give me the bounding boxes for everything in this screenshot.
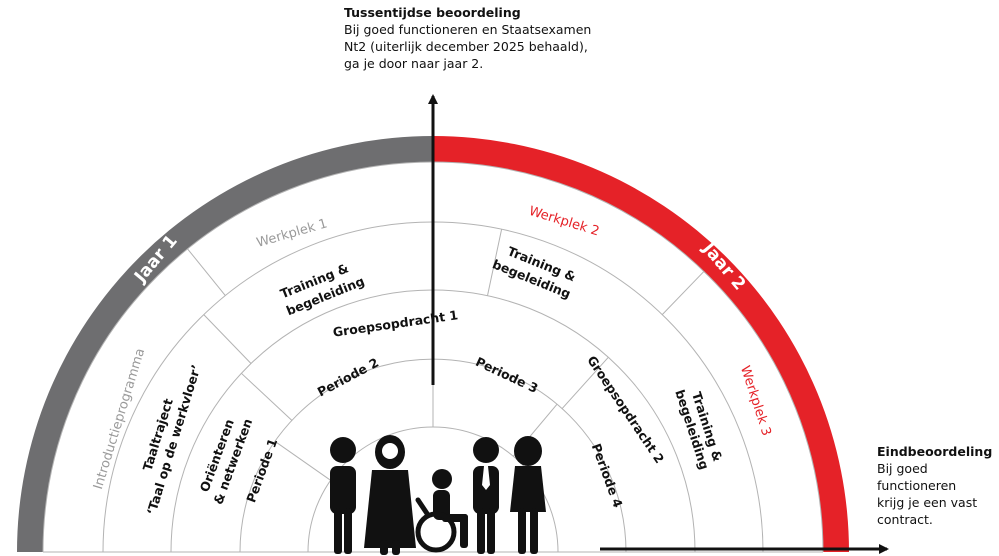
segment-divider	[486, 229, 503, 296]
werkplek-2-label: Werkplek 2	[527, 204, 601, 240]
periode-1-label: Periode 1	[243, 436, 280, 504]
periode-3-label: Periode 3	[473, 354, 540, 396]
segment-divider	[274, 440, 331, 481]
segment-divider	[561, 356, 609, 409]
year-1-band	[17, 136, 433, 552]
people-group	[330, 435, 546, 555]
mid-assessment-body: Bij goed functioneren en Staatsexamen Nt…	[344, 22, 592, 71]
segment-divider	[241, 372, 293, 421]
year-2-band	[433, 136, 849, 552]
periode-4-label: Periode 4	[589, 441, 626, 510]
person-hijab-icon	[364, 435, 416, 555]
wheelchair-user-icon	[415, 469, 468, 553]
segment-divider	[203, 314, 252, 364]
person-woman-icon	[510, 436, 546, 554]
person-icon	[330, 437, 356, 554]
segment-divider	[661, 271, 705, 315]
segment-divider	[187, 248, 226, 296]
final-assessment-title: Eindbeoordeling	[877, 444, 993, 459]
final-assessment-body: Bij goed functioneren krijg je een vast …	[877, 461, 978, 527]
mid-assessment-note: Tussentijdse beoordeling Bij goed functi…	[344, 4, 644, 72]
person-tie-icon	[473, 437, 499, 554]
periode-2-label: Periode 2	[315, 355, 381, 400]
final-assessment-note: Eindbeoordeling Bij goed functioneren kr…	[877, 443, 999, 528]
introductieprogramma-label: Introductieprogramma	[91, 347, 148, 492]
groepsopdracht-1-label: Groepsopdracht 1	[332, 307, 459, 339]
mid-assessment-title: Tussentijdse beoordeling	[344, 5, 521, 20]
werkplek-1-label: Werkplek 1	[255, 216, 329, 250]
werkplek-3-label: Werkplek 3	[737, 364, 774, 438]
